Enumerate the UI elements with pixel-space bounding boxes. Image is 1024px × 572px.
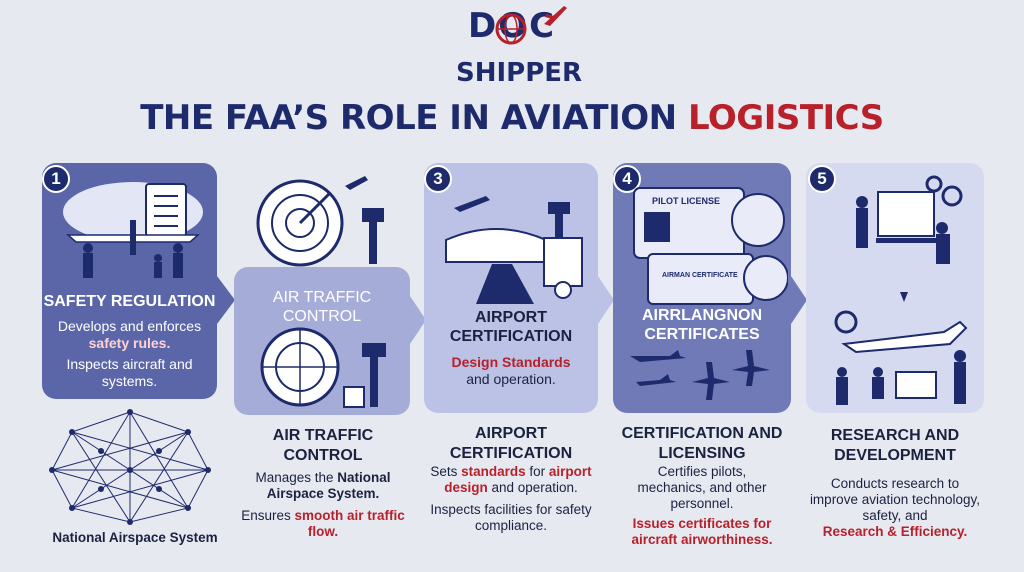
section-text: Manages the National Airspace System. En… [241, 470, 405, 539]
logo-plane-icon [544, 6, 567, 26]
aircraft-inspection-icon [63, 182, 203, 278]
step-number-1: 1 [42, 165, 70, 193]
section-title: RESEARCH AND DEVELOPMENT [830, 427, 960, 464]
arrow-icon [791, 276, 807, 324]
aircraft-fleet-icon [630, 350, 770, 400]
step-number-5: 5 [808, 165, 836, 193]
section-text: Sets standards for airport design and op… [430, 464, 592, 533]
logo-shipper-text: SHIPPER [456, 58, 583, 88]
section-text: Conducts research to improve aviation te… [809, 476, 981, 539]
section-title: AIRPORT CERTIFICATION [449, 425, 573, 462]
airport-terminal-icon [445, 196, 583, 304]
section-title: AIR TRAFFIC CONTROL [272, 427, 374, 464]
network-graph-icon [49, 409, 211, 525]
step-number-3: 3 [424, 165, 452, 193]
pilot-license-label: PILOT LICENSE [652, 196, 721, 206]
panel-text: Design Standards and operation. [451, 354, 571, 387]
section-title: CERTIFICATION AND LICENSING [621, 425, 783, 462]
radar-tower-icon [256, 176, 384, 267]
nas-label: National Airspace System [52, 530, 218, 545]
arrow-icon [410, 296, 426, 344]
page-title: THE FAA’S ROLE IN AVIATION LOGISTICS [140, 98, 884, 138]
panel-title: AIR TRAFFIC CONTROL [272, 289, 372, 325]
research-lab-icon [834, 175, 968, 405]
radar-screen-icon [260, 327, 386, 408]
arrow-icon [217, 276, 235, 324]
arrow-icon [598, 276, 614, 324]
airman-cert-label: AIRMAN CERTIFICATE [662, 272, 738, 279]
panel-text: Develops and enforces safety rules. Insp… [57, 318, 202, 389]
panel-title: AIRRLANGNON CERTIFICATES [642, 307, 762, 343]
panel-title: AIRPORT CERTIFICATION [449, 309, 573, 345]
section-text: Certifies pilots, mechanics, and other p… [631, 464, 773, 547]
logo-doc-text: DOC [468, 6, 557, 46]
logo-globe-icon [495, 13, 527, 45]
certificate-stack-icon [633, 187, 788, 305]
panel-title: SAFETY REGULATION [43, 293, 216, 310]
